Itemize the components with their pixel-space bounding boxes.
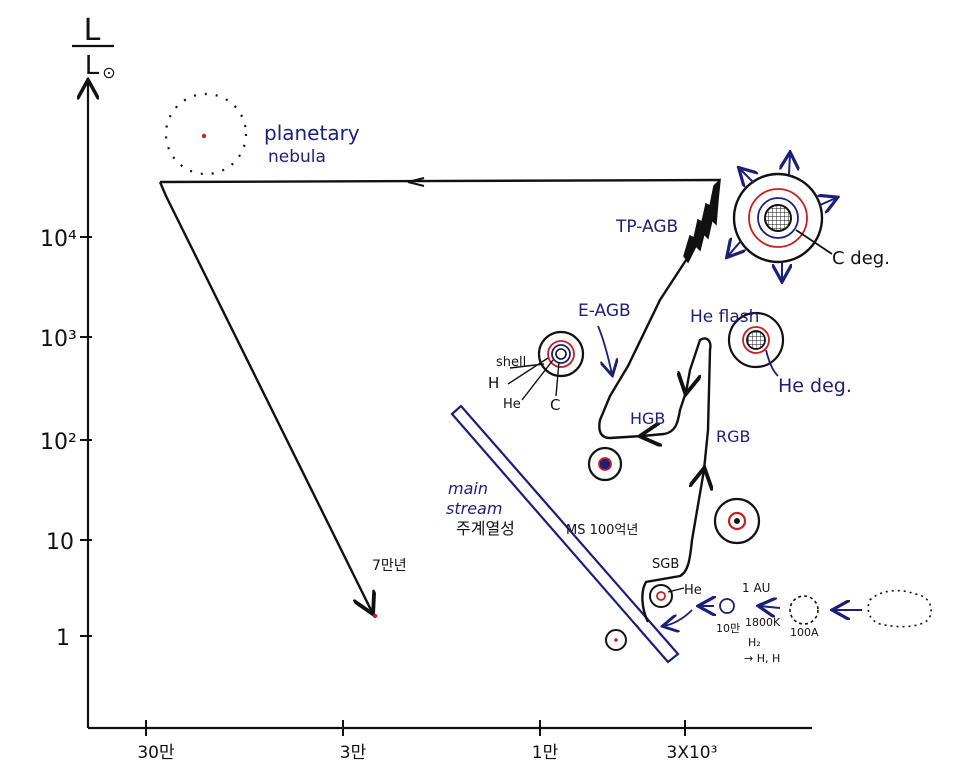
evolution-track-hgb — [642, 391, 688, 436]
y-axis-label: L L ⊙ — [72, 13, 116, 82]
pre-main-sequence — [664, 589, 932, 627]
temp-100k-label: 10만 — [716, 622, 740, 635]
sun-symbol-icon: ⊙ — [102, 63, 115, 82]
agb-star — [728, 154, 836, 280]
c-core-label: C — [550, 396, 560, 414]
tp-agb-zigzag — [683, 177, 721, 264]
y-tick-label: 10² — [40, 430, 77, 455]
c-deg-label: C deg. — [832, 248, 890, 269]
evolution-track-rgb — [641, 470, 704, 623]
h-label: H — [488, 374, 499, 392]
ms-duration-label: MS 100억년 — [566, 523, 638, 538]
main-sequence-korean-label: 주계열성 — [456, 519, 515, 538]
size-100a-label: 100A — [790, 626, 819, 639]
he-flash-star — [727, 311, 785, 377]
y-tick-label: 1 — [56, 626, 70, 651]
layered-star — [507, 330, 585, 401]
sgb-star — [649, 584, 685, 608]
ms-star — [605, 629, 627, 651]
x-tick-labels: 30만 3만 1만 3X10³ — [137, 743, 717, 763]
x-tick-label: 3X10³ — [667, 743, 718, 763]
y-label-bottom: L — [85, 51, 100, 81]
x-tick-label: 3만 — [340, 743, 367, 763]
white-dwarf-dot — [372, 613, 378, 619]
y-label-top: L — [84, 13, 101, 48]
he-flash-label: He flash — [690, 307, 759, 327]
shell-label: shell — [496, 355, 526, 370]
hb-star — [587, 446, 623, 482]
y-tick-label: 10 — [46, 530, 74, 555]
y-tick-labels: 10⁴ 10³ 10² 10 1 — [40, 227, 77, 651]
temp-1800k-label: 1800K — [745, 616, 781, 629]
sgb-label: SGB — [652, 557, 679, 572]
rgb-label: RGB — [716, 427, 751, 446]
hgb-label: HGB — [630, 409, 665, 428]
evolution-track-post-agb — [159, 178, 721, 184]
h2-dissociation-label: → H, H — [744, 652, 780, 665]
main-label: main — [448, 479, 488, 498]
x-tick-label: 1만 — [532, 743, 559, 763]
main-sequence-band — [450, 404, 680, 664]
he-small-label: He — [684, 583, 702, 598]
age-70k-label: 7만년 — [372, 558, 407, 574]
planetary-label: planetary — [264, 121, 360, 145]
axes — [80, 82, 812, 736]
nebula-label: nebula — [268, 147, 326, 167]
y-tick-label: 10⁴ — [40, 227, 77, 252]
e-agb-label: E-AGB — [578, 301, 631, 321]
evolution-track-white-dwarf — [158, 181, 372, 612]
h2-label: H₂ — [748, 636, 761, 649]
he-deg-label: He deg. — [778, 375, 852, 397]
rgb-star — [713, 497, 761, 545]
stream-label: stream — [446, 499, 502, 518]
y-tick-label: 10³ — [40, 327, 77, 352]
he-layer-label: He — [503, 397, 521, 412]
x-tick-label: 30만 — [137, 743, 175, 763]
planetary-nebula — [164, 92, 248, 176]
au-label: 1 AU — [742, 581, 770, 595]
tp-agb-label: TP-AGB — [615, 217, 678, 237]
